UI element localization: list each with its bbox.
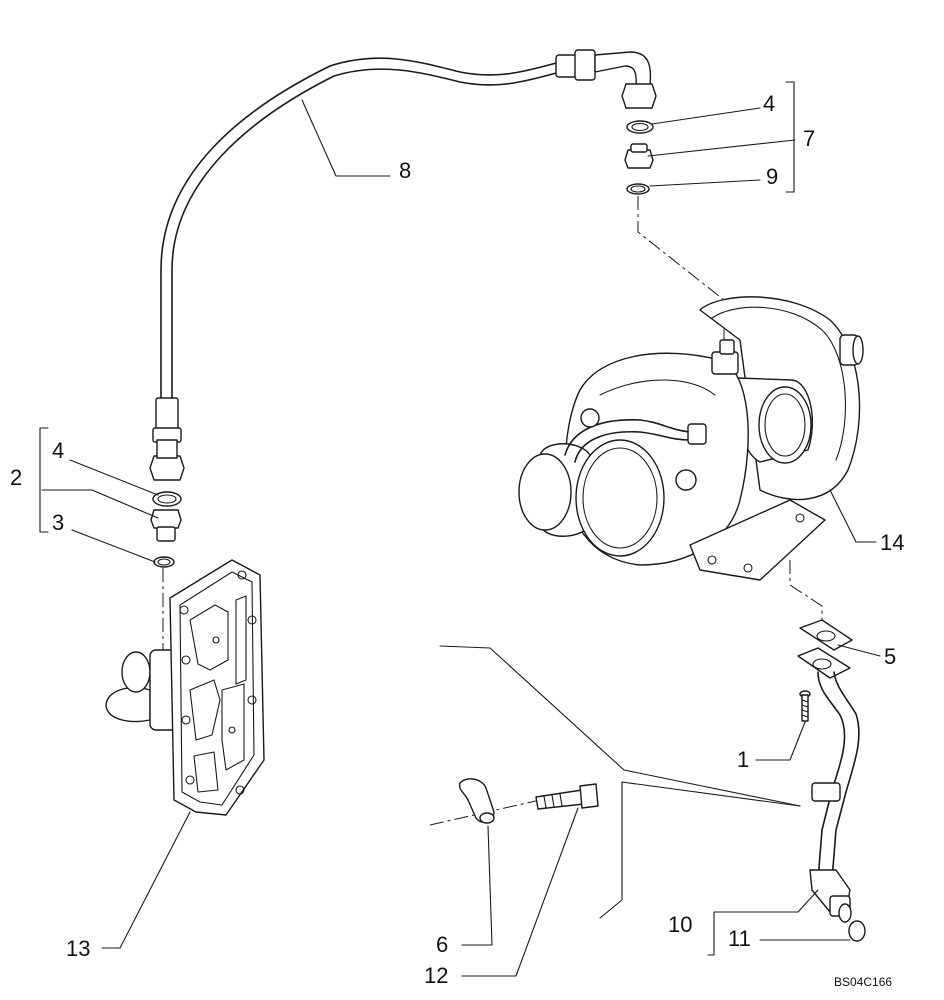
callout-6: 6 (436, 932, 448, 957)
callout-5: 5 (884, 644, 896, 669)
callout-9: 9 (766, 164, 778, 189)
oil-return-pipe (809, 671, 866, 942)
valve-body-housing (105, 559, 265, 816)
leader-lines (39, 81, 881, 977)
screw (799, 690, 811, 722)
callout-10: 10 (668, 912, 692, 937)
callout-13: 13 (66, 936, 90, 961)
turbocharger (518, 296, 864, 622)
callout-4-right: 4 (763, 91, 775, 116)
callout-8: 8 (399, 158, 411, 183)
callout-14: 14 (880, 530, 904, 555)
right-seal-and-adapter (624, 120, 725, 380)
callout-3: 3 (52, 510, 64, 535)
callout-12: 12 (424, 963, 448, 988)
callout-4-left: 4 (52, 438, 64, 463)
left-seal-and-adapter (150, 491, 182, 568)
callout-1: 1 (737, 747, 749, 772)
drawing-code: BS04C166 (834, 975, 892, 989)
clamp-and-bolt (429, 778, 599, 826)
callout-2: 2 (10, 465, 22, 490)
callout-11: 11 (728, 926, 751, 951)
oil-feed-pipe (149, 49, 657, 481)
callout-7: 7 (803, 126, 815, 151)
gaskets (797, 619, 853, 679)
callout-labels: 8 4 7 9 4 2 3 13 14 5 1 10 11 6 12 BS04C… (10, 91, 904, 989)
